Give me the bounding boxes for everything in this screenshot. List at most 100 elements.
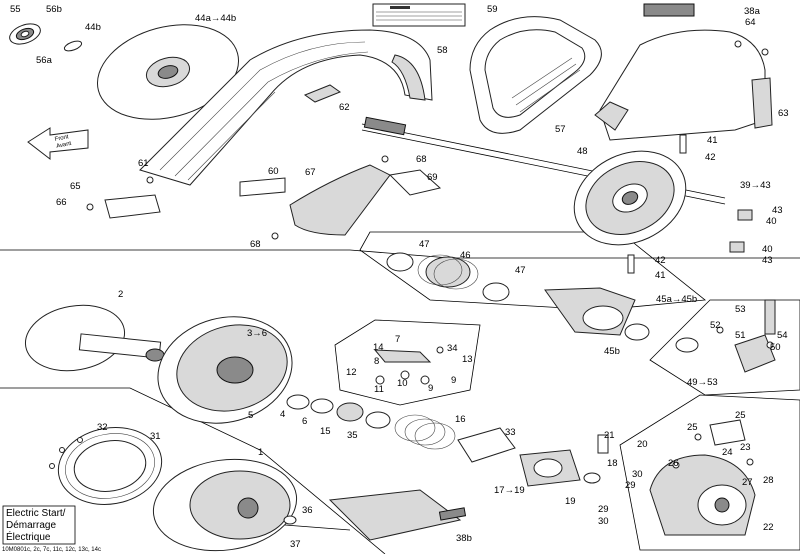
label-63: 63 [778, 108, 789, 119]
part-1-drive-pulley-assembly [152, 458, 298, 552]
label-10: 10 [397, 378, 408, 389]
part-36-37-bolt [283, 515, 351, 531]
label-69: 69 [427, 172, 438, 183]
label-28: 28 [763, 475, 774, 486]
label-35: 35 [347, 430, 358, 441]
label-47-left: 47 [419, 239, 430, 250]
label-29-a: 29 [625, 480, 636, 491]
label-44b: 44b [85, 22, 101, 33]
front-arrow-text: Front Avant [54, 134, 72, 150]
label-41-bottom: 41 [655, 270, 666, 281]
label-29-b: 29 [598, 504, 609, 515]
label-23: 23 [740, 442, 751, 453]
label-25-b: 25 [687, 422, 698, 433]
label-41-top: 41 [707, 135, 718, 146]
label-49-53: 49→53 [687, 377, 718, 388]
label-9-b: 9 [451, 375, 456, 386]
label-45b: 45b [604, 346, 620, 357]
label-18: 18 [607, 458, 618, 469]
label-65: 65 [70, 181, 81, 192]
label-62: 62 [339, 102, 350, 113]
label-44a-44b: 44a→44b [195, 13, 236, 24]
label-52: 52 [710, 320, 721, 331]
label-47-right: 47 [515, 265, 526, 276]
label-21: 21 [604, 430, 615, 441]
part-64-screws [734, 40, 769, 56]
part-33-sleeve [457, 427, 516, 463]
label-30-b: 30 [598, 516, 609, 527]
label-56b: 56b [46, 4, 62, 15]
label-53: 53 [735, 304, 746, 315]
label-7: 7 [395, 334, 400, 345]
part-38b-tool [328, 489, 467, 541]
label-45a-45b: 45a→45b [656, 294, 697, 305]
label-15: 15 [320, 426, 331, 437]
callout-labels: 55 56b 56a 44b 44a→44b 59 58 62 57 38a 6… [10, 4, 789, 550]
part-17-19-spider [519, 449, 581, 487]
part-62-bracket [303, 84, 342, 103]
part-3-movable-half [157, 316, 293, 424]
part-45-cam [544, 287, 650, 341]
label-3-6: 3→6 [247, 328, 267, 339]
label-25-a: 25 [735, 410, 746, 421]
label-16: 16 [455, 414, 466, 425]
label-37: 37 [290, 539, 301, 550]
label-46: 46 [460, 250, 471, 261]
label-64: 64 [745, 17, 756, 28]
electric-start-line-1: Electric Start/ [6, 508, 66, 519]
electric-start-line-2: Démarrage [6, 520, 56, 531]
label-51: 51 [735, 330, 746, 341]
label-43-bottom: 43 [762, 255, 773, 266]
label-5: 5 [248, 410, 253, 421]
label-66: 66 [56, 197, 67, 208]
label-40-bottom: 40 [762, 244, 773, 255]
part-23-28-rollers [672, 419, 754, 469]
label-43-top: 43 [772, 205, 783, 216]
label-61: 61 [138, 158, 149, 169]
label-55: 55 [10, 4, 21, 15]
label-39-43: 39→43 [740, 180, 771, 191]
part-44b-circlip [63, 40, 83, 52]
electric-start-line-3: Électrique [6, 530, 51, 543]
label-26: 26 [668, 458, 679, 469]
part-16-spring [394, 414, 456, 450]
label-50: 50 [770, 342, 781, 353]
part-46-47-spring [386, 252, 510, 302]
label-1: 1 [258, 447, 263, 458]
label-4: 4 [280, 409, 285, 420]
part-60-61-65-66-67-69 [86, 155, 442, 240]
label-14: 14 [373, 342, 384, 353]
part-22-cup [649, 454, 756, 536]
label-8: 8 [374, 356, 379, 367]
label-42-bottom: 42 [655, 255, 666, 266]
label-24: 24 [722, 447, 733, 458]
label-67: 67 [305, 167, 316, 178]
label-22: 22 [763, 522, 774, 533]
label-48: 48 [577, 146, 588, 157]
label-68-bottom: 68 [250, 239, 261, 250]
label-38b: 38b [456, 533, 472, 544]
part-39-driven-pulley [573, 150, 687, 246]
label-2: 2 [118, 289, 123, 300]
label-33: 33 [505, 427, 516, 438]
label-31: 31 [150, 431, 161, 442]
label-32: 32 [97, 422, 108, 433]
part-63-cover [594, 3, 773, 141]
front-text-line-2: Avant [56, 141, 72, 150]
label-59: 59 [487, 4, 498, 15]
label-20: 20 [637, 439, 648, 450]
label-38a: 38a [744, 6, 761, 17]
label-19: 19 [565, 496, 576, 507]
part-59-label [372, 3, 466, 27]
label-30-a: 30 [632, 469, 643, 480]
part-4-15-35-washers [286, 394, 391, 429]
label-58: 58 [437, 45, 448, 56]
label-42-top: 42 [705, 152, 716, 163]
front-arrow [27, 127, 89, 161]
label-60: 60 [268, 166, 279, 177]
part-49-53-group [675, 299, 776, 373]
label-54: 54 [777, 330, 788, 341]
part-58-guard [139, 29, 433, 186]
label-40-top: 40 [766, 216, 777, 227]
